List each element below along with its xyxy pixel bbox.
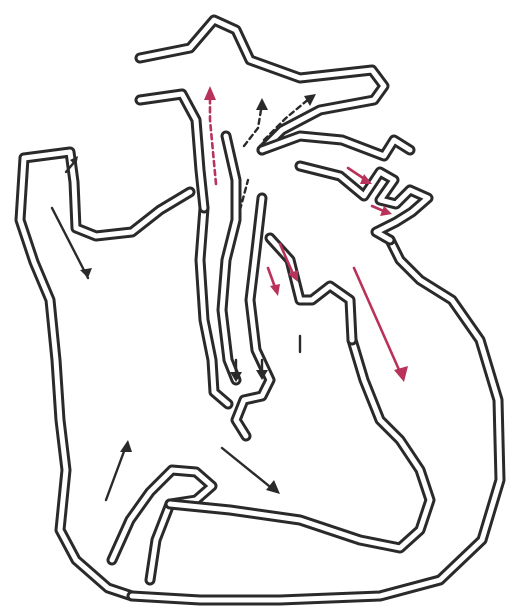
inferior-vena-cava-outline <box>112 470 212 580</box>
ivc-inflow-arrow <box>106 440 132 500</box>
left-atrium-outline <box>270 166 428 340</box>
right-ventricle-flow-arrow <box>222 448 280 494</box>
aortic-ascending-arrow <box>204 86 216 184</box>
